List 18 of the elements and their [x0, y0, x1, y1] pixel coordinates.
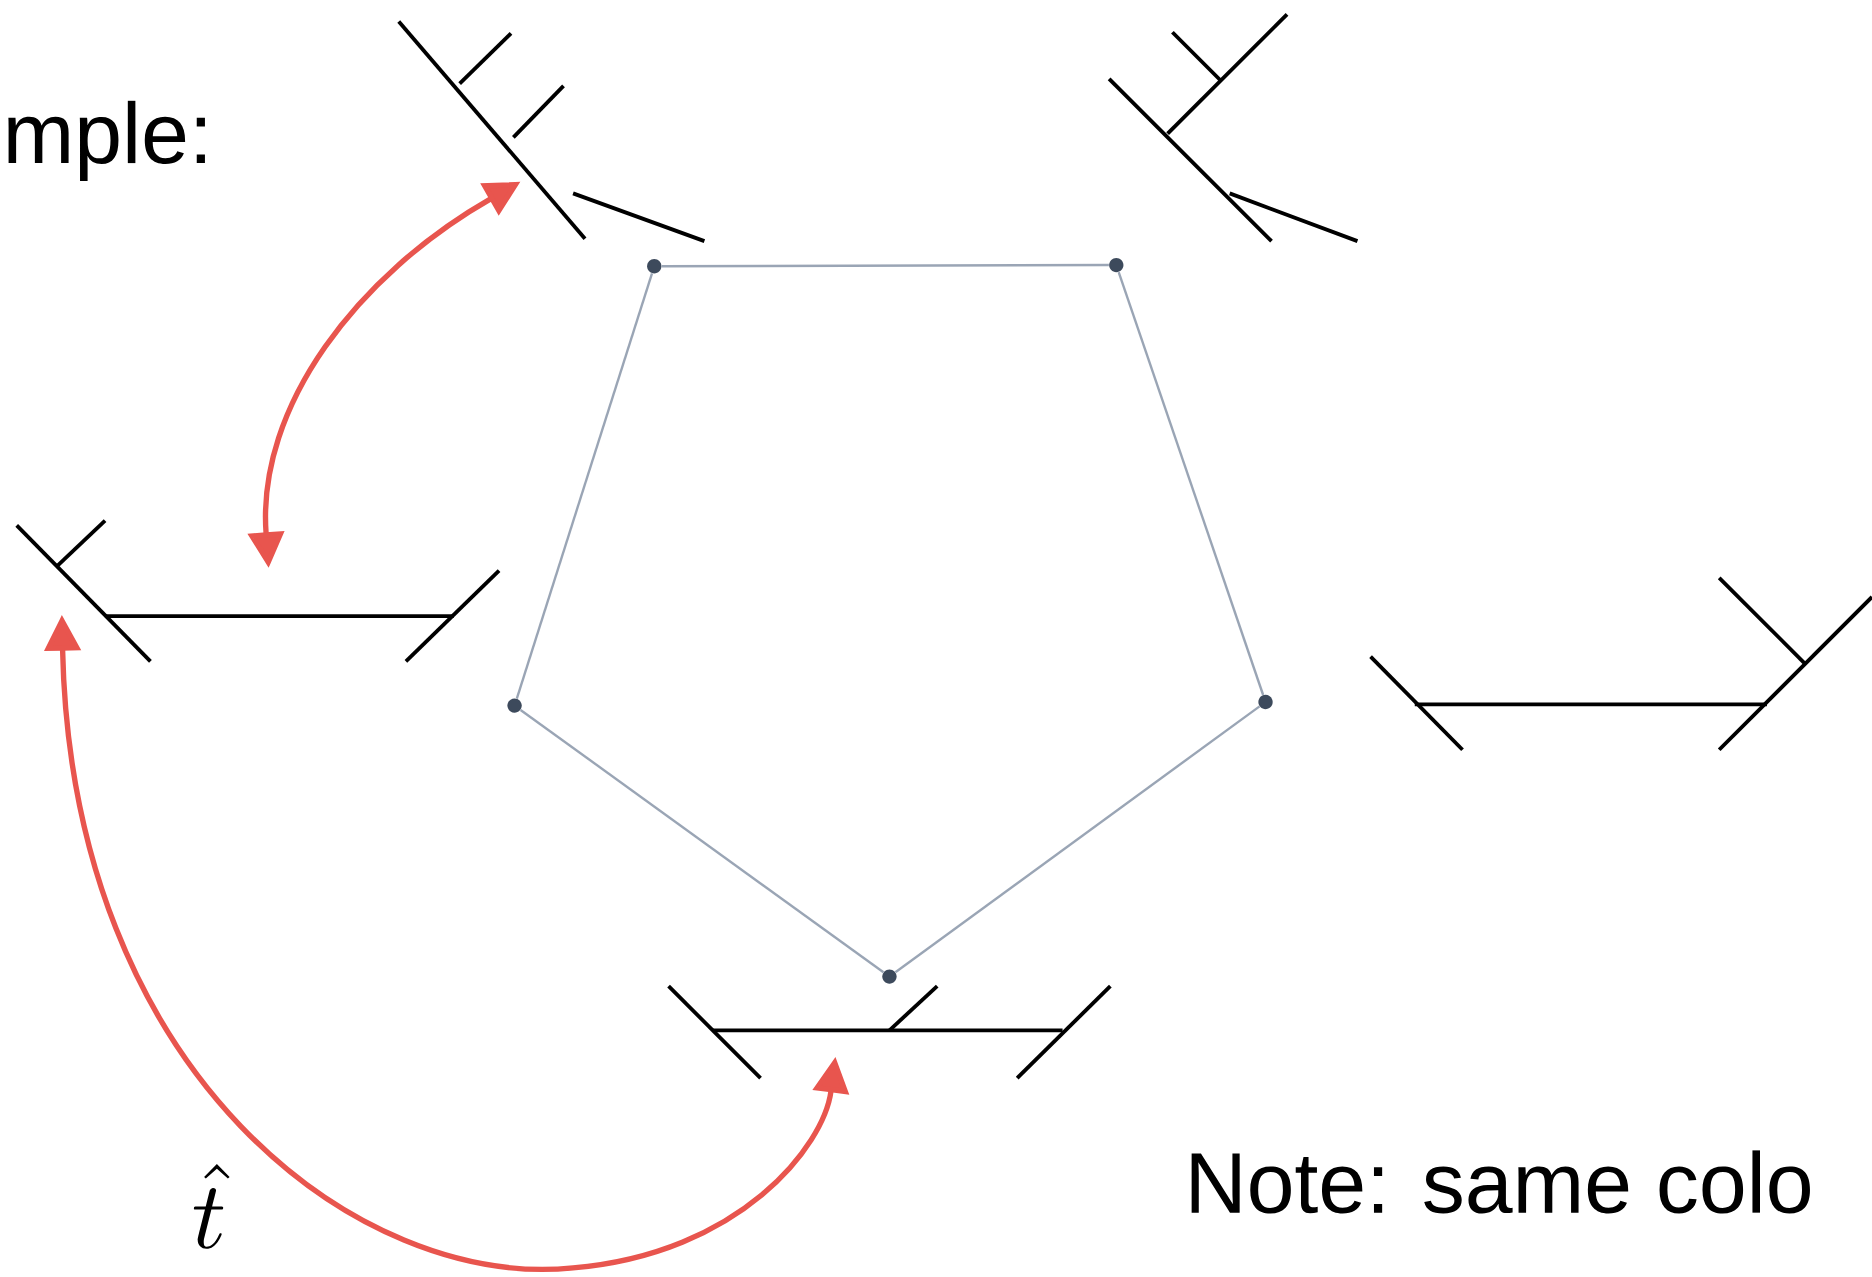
vertex-dot [507, 698, 522, 713]
formula-label: $\hat{t}$ [193, 1163, 230, 1249]
vertex-dot [882, 969, 897, 984]
polygon-edge [894, 705, 1261, 973]
symbol-drawing [15, 518, 501, 663]
polygon-edge [515, 272, 654, 699]
polygon-edge [519, 708, 885, 973]
symbol-drawing [397, 20, 706, 243]
polygon-edge [1117, 271, 1265, 696]
vertex-dot [1109, 257, 1124, 272]
vertex-dot [647, 258, 662, 274]
polygon-edge [661, 263, 1109, 268]
symbol-drawing [1107, 12, 1359, 243]
note-text: mple: [8, 100, 205, 181]
symbol-drawing [1369, 576, 1872, 751]
symbol-drawing [667, 984, 1112, 1080]
vertex-dot [1258, 694, 1273, 709]
note-text: Note: same colo [1191, 1150, 1810, 1214]
